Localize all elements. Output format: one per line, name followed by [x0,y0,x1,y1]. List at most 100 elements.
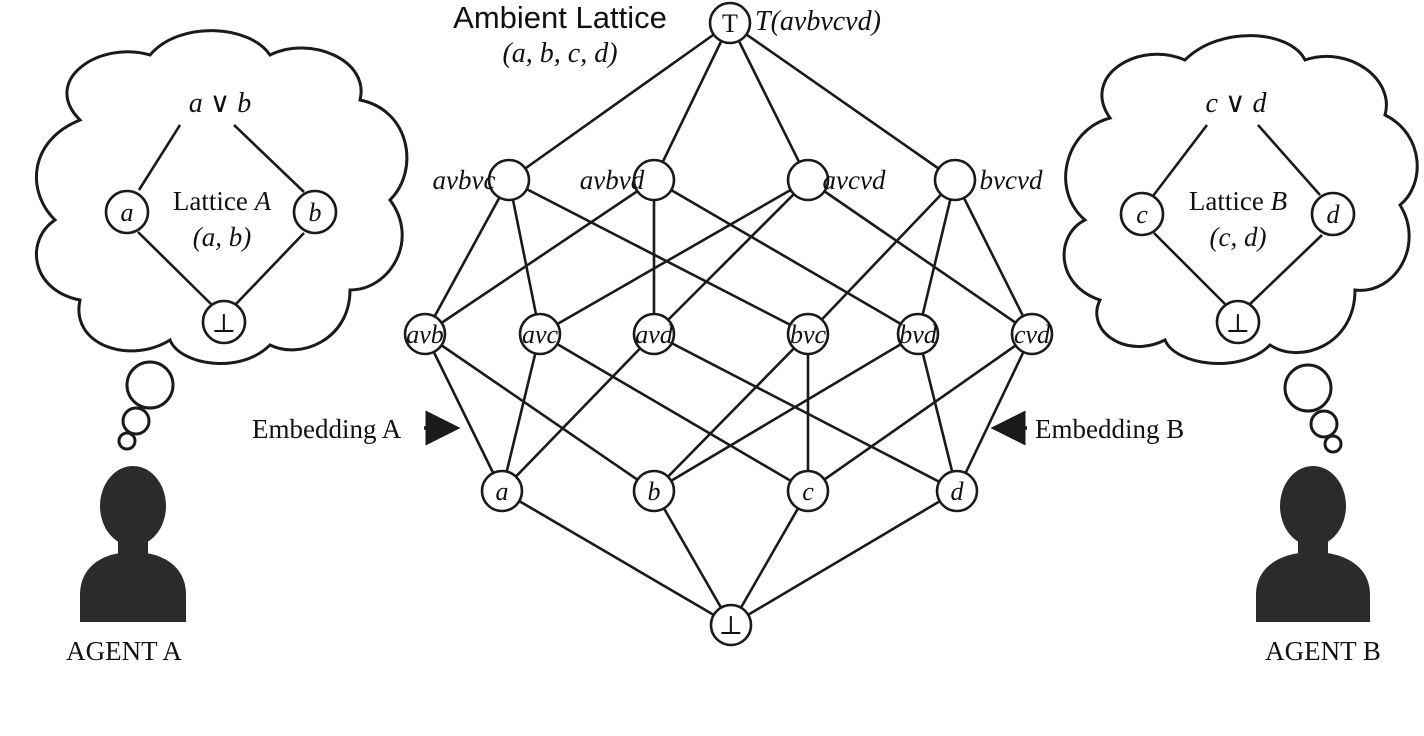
edge-bd-to-d [916,333,959,492]
lattice-node-bcd [933,158,977,202]
lattice-b-join-label: c ∨ d [1206,88,1268,119]
lattice-node-ac-label: avc [522,320,559,349]
cloud-a-outline [34,29,409,365]
thought-bubble-a-medium [121,406,151,436]
lattice-a-title: Lattice A [173,186,272,216]
lattice-a-subtitle: (a, b) [193,222,251,252]
edge-c-to-bottom [729,490,810,626]
lattice-node-ac [518,312,562,356]
lattice-node-b [632,469,676,513]
lattice-a-node-left-label: a [121,198,134,227]
lattice-b-title-letter: B [1271,186,1288,216]
lattice-node-c [786,469,830,513]
lattice-a-node-left [104,189,150,235]
thought-cloud-b: c ∨ d c d ⊥ Lattice B (c, d) [1062,34,1419,454]
edge-ad-to-a [501,333,655,492]
lattice-a-title-letter: A [253,186,272,216]
edge-bcd-to-bd [916,179,957,335]
edge-ab-to-a [423,333,504,492]
lattice-node-abc [487,158,531,202]
lattice-b-subtitle: (c, d) [1210,222,1267,252]
lattice-node-acd-label: avcvd [823,165,886,195]
edge-cd-to-d [955,333,1034,492]
edge-top-to-abc [508,21,731,182]
lattice-b-title-word: Lattice [1189,186,1271,216]
lattice-node-d [935,469,979,513]
lattice-b-bottom-label: ⊥ [1226,309,1250,338]
edge-ab-to-b [424,332,655,493]
edge-b-to-bottom [652,490,733,626]
lattice-node-ab [403,312,447,356]
edge-acd-to-ac [539,178,809,336]
agent-b-label: AGENT B [1265,636,1381,666]
ambient-lattice-title: Ambient Lattice [453,0,667,35]
agent-a-icon [80,466,186,622]
lattice-node-abc-label: avbvc [433,165,496,195]
lattice-b-node-right-label: d [1327,200,1341,229]
lattice-b-node-left [1119,191,1165,237]
lattice-node-abd [632,158,676,202]
edge-acd-to-cd [807,178,1033,336]
cloud-b-outline [1062,34,1419,365]
edge-cd-to-c [807,332,1033,493]
lattice-b-title: Lattice B [1189,186,1287,216]
lattice-node-bc [786,312,830,356]
ambient-lattice-edges [423,21,1034,627]
thought-bubble-b-medium [1309,409,1339,439]
agent-a-label: AGENT A [66,636,182,666]
lattice-top-node-label: T [722,9,738,38]
edge-abd-to-ab [424,178,655,336]
edge-ac-to-a [500,333,542,492]
edge-a-to-bottom [501,489,732,627]
agent-b-icon [1256,466,1370,622]
edge-ad-to-d [653,332,958,493]
thought-bubble-a-large [125,360,175,410]
lattice-node-abd-label: avbvd [580,165,645,195]
edge-d-to-bottom [730,489,958,627]
ambient-lattice-subtitle: (a, b, c, d) [502,38,617,69]
lattice-top-node [708,1,752,45]
lattice-a-title-word: Lattice [173,186,255,216]
thought-bubble-b-large [1283,363,1333,413]
lattice-node-ad-label: avd [635,320,674,349]
edge-bcd-to-cd [953,179,1034,335]
edge-top-to-bcd [729,21,956,182]
lattice-a-node-right [292,189,338,235]
edge-abc-to-ab [423,179,511,335]
lattice-a-node-bottom [201,299,247,345]
lattice-node-c-label: c [802,477,814,506]
lattice-node-bd [896,312,940,356]
edge-abc-to-ac [507,179,542,335]
lattice-node-acd [786,158,830,202]
edge-abc-to-bc [508,178,809,336]
edge-bc-to-b [653,333,809,492]
edge-top-to-acd [728,22,810,181]
lattice-node-bd-label: bvd [899,320,938,349]
lattice-node-ad [632,312,676,356]
edge-abd-to-bd [653,178,919,336]
lattice-node-cd-label: cvd [1014,320,1051,349]
edge-bd-to-b [653,332,919,493]
lattice-b-node-left-label: c [1136,200,1148,229]
thought-bubble-b-small [1323,434,1343,454]
embedding-a-label: Embedding A [252,414,402,444]
lattice-b-node-bottom [1215,299,1261,345]
edge-acd-to-ad [653,179,809,335]
lattice-a-node-right-label: b [309,198,322,227]
lattice-node-b-label: b [648,477,661,506]
lattice-node-a-label: a [496,477,509,506]
edge-top-to-abd [652,22,732,181]
top-element-label: T(avbvcvd) [755,6,881,37]
lattice-node-ab-label: avb [406,320,444,349]
thought-cloud-a: a ∨ b a b ⊥ Lattice A (a, b) [34,29,409,451]
edge-bcd-to-bc [807,179,956,335]
lattice-bottom-node-label: ⊥ [719,611,743,640]
thought-bubble-a-small [117,431,137,451]
lattice-bottom-node [709,603,753,647]
lattice-a-join-label: a ∨ b [189,88,252,119]
lattice-node-cd [1010,312,1054,356]
lattice-node-a [480,469,524,513]
lattice-node-bc-label: bvc [790,320,827,349]
embedding-b-label: Embedding B [1035,414,1184,444]
